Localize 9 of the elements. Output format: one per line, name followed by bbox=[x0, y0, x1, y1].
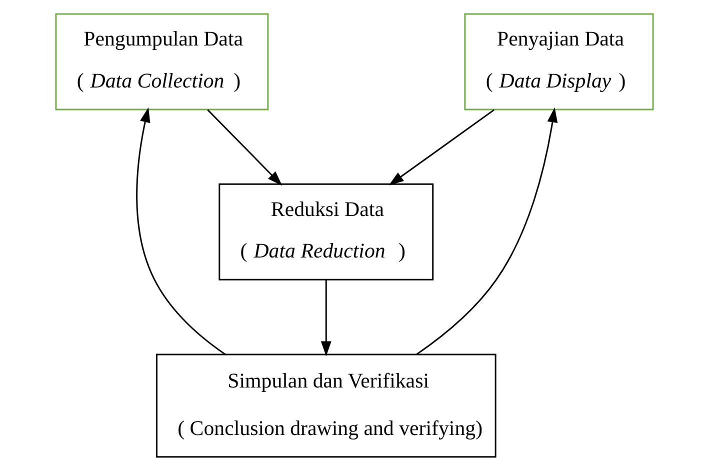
node-box: Pengumpulan Data ( Data Collection ) bbox=[55, 13, 269, 110]
arrow bbox=[136, 107, 226, 356]
node-box: Simpulan dan Verifikasi ( Conclusion drawing and verifying) bbox=[156, 354, 496, 458]
arrow bbox=[207, 109, 282, 186]
arrow bbox=[388, 109, 495, 186]
arrow bbox=[416, 107, 558, 355]
node-box: Reduksi Data ( Data Reduction ) bbox=[218, 183, 434, 280]
arrow bbox=[320, 280, 332, 356]
node-box: Penyajian Data ( Data Display ) bbox=[464, 13, 654, 110]
